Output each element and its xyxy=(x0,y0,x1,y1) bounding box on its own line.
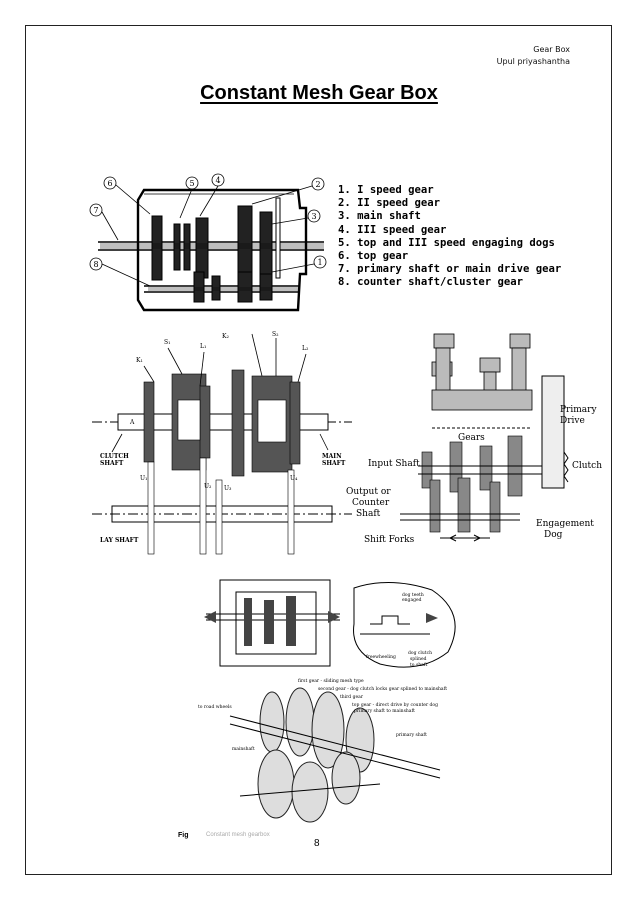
callout-4: 4 xyxy=(215,176,220,185)
callout-7: 7 xyxy=(93,206,98,215)
lay-shaft-label: LAY SHAFT xyxy=(100,537,139,544)
callout-8: 8 xyxy=(93,260,98,269)
dog-clutch-figure: dog teeth engaged freewheeling dog clutc… xyxy=(198,579,456,823)
first-gear-label: first gear - sliding mesh type xyxy=(298,678,364,684)
gears-label: Gears xyxy=(458,433,485,443)
label-k1: K₁ xyxy=(136,357,143,364)
label-u2: U₂ xyxy=(204,483,212,490)
dog-clutch-label-2: splined xyxy=(410,656,427,662)
freewheeling-label: freewheeling xyxy=(366,654,396,660)
callout-3: 3 xyxy=(311,212,316,221)
callout-6: 6 xyxy=(107,179,112,188)
output-label-1: Output or xyxy=(346,487,391,497)
label-k2: K₂ xyxy=(222,333,229,340)
figure-caption: Constant mesh gearbox xyxy=(206,832,270,838)
main-shaft-label-1: MAIN xyxy=(322,453,342,460)
engagement-label-1: Engagement xyxy=(536,519,594,529)
label-a: A xyxy=(129,419,135,426)
label-s2: S₂ xyxy=(272,331,279,338)
legend-item: 3. main shaft xyxy=(338,210,421,223)
clutch-shaft-label-2: SHAFT xyxy=(100,460,124,467)
legend-item: 8. counter shaft/cluster gear xyxy=(338,276,523,289)
label-u3: U₃ xyxy=(224,485,232,492)
label-u1: U₁ xyxy=(140,475,147,482)
legend-item: 1. I speed gear xyxy=(338,184,434,196)
top-gear-label-1: top gear - direct drive by counter dog xyxy=(352,702,438,708)
legend-item: 2. II speed gear xyxy=(338,197,441,210)
engine-gearbox-figure: Primary Drive Gears Input Shaft Clutch O… xyxy=(346,333,602,545)
legend-item: 7. primary shaft or main drive gear xyxy=(338,263,562,276)
page-title: Constant Mesh Gear Box xyxy=(0,82,638,105)
shift-forks-label: Shift Forks xyxy=(364,535,415,545)
mainshaft-label: mainshaft xyxy=(232,746,255,752)
legend-item: 4. III speed gear xyxy=(338,223,447,236)
engagement-label-2: Dog xyxy=(544,530,563,540)
figure-label: Fig xyxy=(178,832,189,839)
callout-2: 2 xyxy=(315,180,320,189)
primary-shaft-label: primary shaft xyxy=(396,732,427,738)
input-shaft-label: Input Shaft xyxy=(368,459,420,469)
legend-item: 5. top and III speed engaging dogs xyxy=(338,236,555,249)
third-gear-label: third gear xyxy=(340,694,364,700)
header-author: Upul priyashantha xyxy=(496,57,570,66)
header-title: Gear Box xyxy=(533,45,570,54)
output-label-2: Counter xyxy=(352,498,390,508)
page-title-text: Constant Mesh Gear Box xyxy=(200,82,438,104)
gearbox-cross-section-figure: 6 5 4 2 7 3 8 1 xyxy=(89,173,327,312)
primary-drive-label-1: Primary xyxy=(560,405,597,415)
label-u4: U₄ xyxy=(290,475,298,482)
label-l2: L₂ xyxy=(302,345,309,352)
road-wheels-label: to road wheels xyxy=(198,704,232,710)
page-border xyxy=(25,25,612,875)
dog-teeth-label-1: dog teeth xyxy=(402,592,424,598)
label-l1: L₁ xyxy=(200,343,206,350)
legend-item: 6. top gear xyxy=(338,250,409,263)
callout-5: 5 xyxy=(189,179,194,188)
parts-legend: 1. I speed gear 2. II speed gear 3. main… xyxy=(338,184,561,290)
clutch-shaft-label-1: CLUTCH xyxy=(100,453,129,460)
callout-1: 1 xyxy=(317,258,322,267)
dog-teeth-label-2: engaged xyxy=(402,597,422,603)
page-number: 8 xyxy=(314,838,320,849)
second-gear-label: second gear - dog clutch locks gear spli… xyxy=(318,686,447,692)
page-header: Gear Box Upul priyashantha xyxy=(497,44,570,68)
output-label-3: Shaft xyxy=(356,509,381,519)
dog-clutch-label-3: to shaft xyxy=(410,662,428,668)
main-shaft-label-2: SHAFT xyxy=(322,460,346,467)
label-s1: S₁ xyxy=(164,339,171,346)
shaft-schematic-figure: K₂ S₂ S₁ K₁ L₁ L₂ A U₁ U₂ U₃ U₄ CLUTCH S… xyxy=(92,331,352,555)
top-gear-label-2: primary shaft to mainshaft xyxy=(354,708,415,714)
clutch-label: Clutch xyxy=(572,461,602,471)
dog-clutch-label-1: dog clutch xyxy=(408,650,432,656)
primary-drive-label-2: Drive xyxy=(560,416,585,426)
